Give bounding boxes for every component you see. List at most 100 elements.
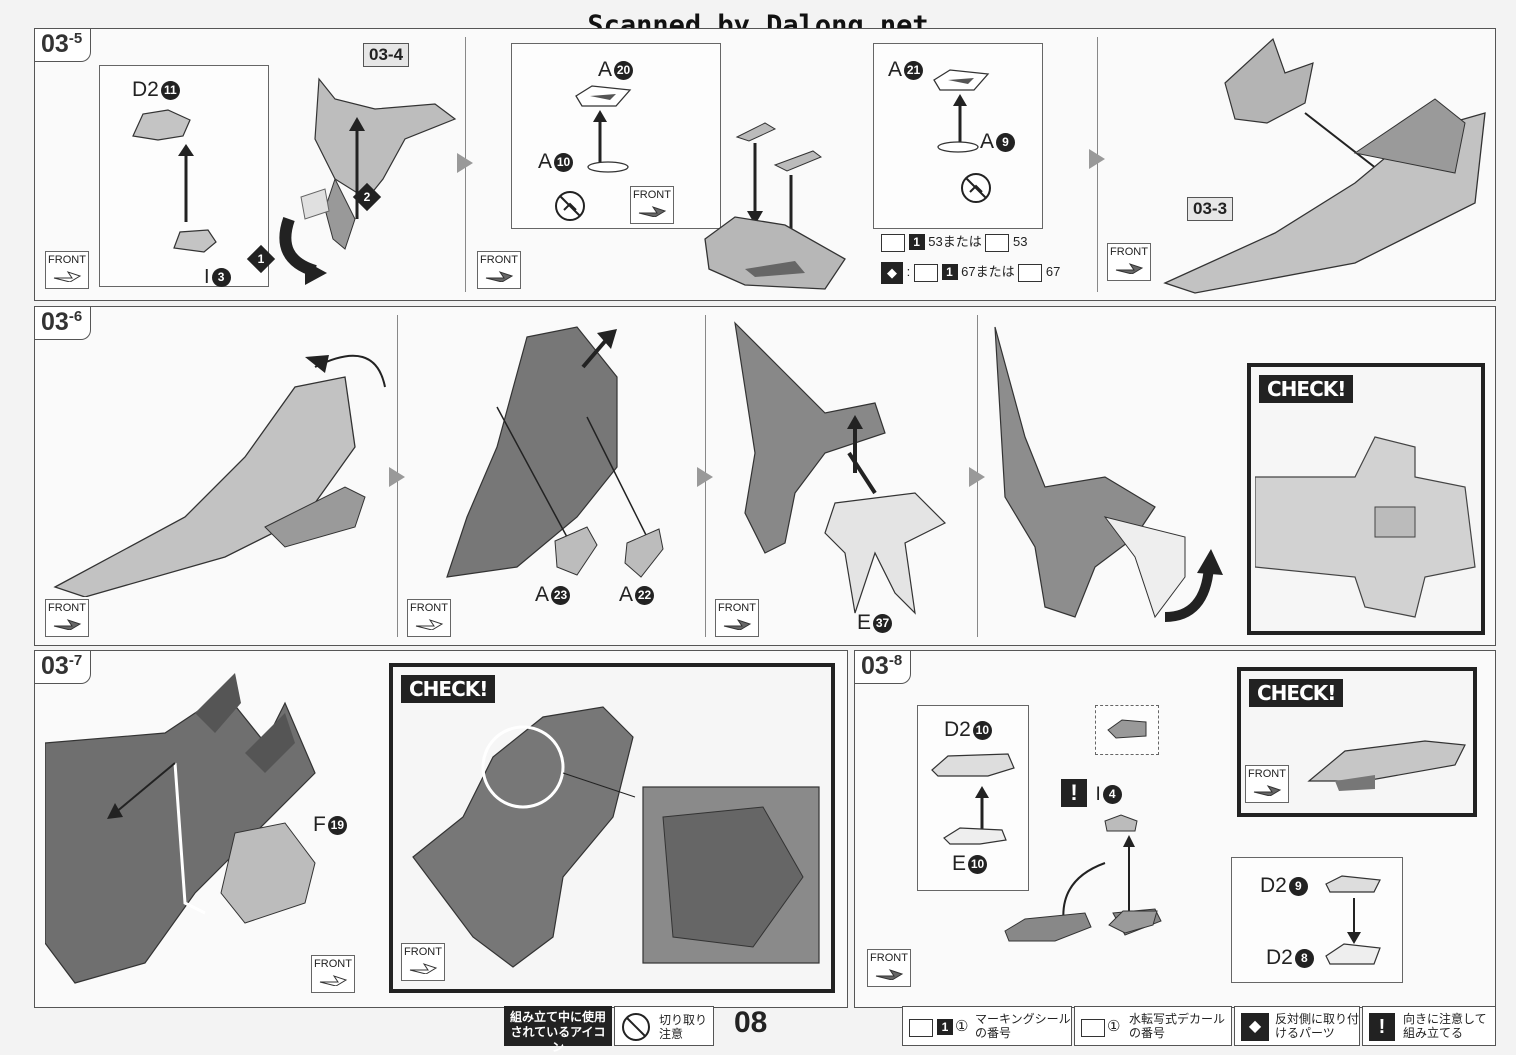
decal-icon: [1018, 263, 1043, 282]
warning-icon: !: [1369, 1013, 1395, 1041]
underside-view-illustration: [1255, 436, 1476, 618]
step-03-5-label: 03-5: [35, 29, 92, 62]
part-a10-shape: [587, 161, 629, 173]
part-d2-8-shape: [1325, 943, 1381, 965]
assembled-wing-illustration: [412, 706, 820, 968]
sticker-icon: [881, 233, 905, 252]
ref-03-4: 03-4: [363, 43, 410, 67]
assembly-arrow-up: [953, 94, 967, 142]
tail-fin-illustration: [1108, 910, 1158, 934]
check-label: CHECK!: [1249, 679, 1344, 707]
footer-icons-title: 組み立て中に使用されているアイコン: [504, 1006, 612, 1054]
cut-caution-icon: [555, 191, 585, 221]
part-a9-shape: [937, 141, 979, 153]
check-box-03-6: CHECK!: [1247, 363, 1485, 635]
nose-parts-illustration: [446, 326, 664, 578]
footer-legend-sticker: 1 ① マーキングシールの番号: [902, 1006, 1072, 1046]
opposite-side-icon: ◆: [881, 261, 903, 284]
sticker-icon: [913, 263, 938, 282]
page-number: 08: [734, 1006, 768, 1039]
gear-fold-illustration: [994, 326, 1223, 622]
front-indicator: FRONT: [715, 599, 759, 637]
front-indicator: FRONT: [477, 251, 521, 289]
front-indicator: FRONT: [1245, 765, 1289, 803]
next-step-arrow: [969, 467, 985, 487]
part-d2-10-shape: [931, 753, 1015, 777]
front-indicator: FRONT: [630, 186, 674, 224]
check-label: CHECK!: [401, 675, 496, 703]
callout-detail-top: [1095, 705, 1159, 755]
decal-note-line-2: ◆ : 1 67または 67: [881, 261, 1060, 284]
assembly-arrow-up: [178, 144, 194, 222]
check-box-03-7: CHECK! FRONT: [389, 663, 835, 993]
front-indicator: FRONT: [401, 943, 445, 981]
next-step-arrow: [457, 153, 473, 173]
part-d2-9-shape: [1325, 875, 1381, 893]
part-a20-shape: [575, 85, 632, 107]
step-03-7-label: 03-7: [35, 651, 92, 684]
front-indicator: FRONT: [311, 955, 355, 993]
footer-legend-opposite: ◆ 反対側に取り付けるパーツ: [1234, 1006, 1360, 1046]
head-assembly-illustration: [279, 77, 457, 285]
fuselage-rotate-illustration: [53, 354, 386, 597]
footer-legend-direction: ! 向きに注意して組み立てる: [1362, 1006, 1496, 1046]
step-03-6-label: 03-6: [35, 307, 92, 340]
fin-assembly-illustration: [704, 122, 846, 290]
part-a21-shape: [933, 69, 990, 91]
assembly-arrow-down: [1347, 898, 1361, 944]
opposite-side-icon: ◆: [1241, 1013, 1269, 1041]
tail-check-illustration: [1307, 740, 1466, 791]
check-box-03-8: CHECK! FRONT: [1237, 667, 1477, 817]
cut-caution-icon: [622, 1013, 650, 1041]
part-i-shape: [173, 229, 217, 253]
front-indicator: FRONT: [45, 251, 89, 289]
wing-mount-illustration: [45, 673, 316, 984]
order-1-marker: 1: [246, 244, 276, 274]
decal-icon: [1081, 1019, 1105, 1037]
warning-icon: !: [1061, 779, 1087, 807]
cut-caution-icon: [961, 173, 991, 203]
next-step-arrow: [389, 467, 405, 487]
check-label: CHECK!: [1259, 375, 1354, 403]
order-2-marker: 2: [352, 182, 382, 212]
part-d2-shape: [132, 109, 191, 141]
footer-legend: 組み立て中に使用されているアイコン 切り取り注意 08 1 ① マーキングシール…: [0, 1004, 1516, 1054]
landing-frame-illustration: [734, 321, 947, 615]
decal-icon: [985, 233, 1010, 252]
front-indicator: FRONT: [45, 599, 89, 637]
assembly-arrow-up: [593, 110, 607, 162]
assembly-arrow-up: [975, 786, 989, 830]
front-indicator: FRONT: [1107, 243, 1151, 281]
sticker-icon: [909, 1019, 933, 1037]
step-03-8-label: 03-8: [855, 651, 912, 684]
next-step-arrow: [1089, 149, 1105, 169]
footer-legend-decal: ① 水転写式デカールの番号: [1074, 1006, 1232, 1046]
front-indicator: FRONT: [407, 599, 451, 637]
fuselage-assembly-illustration: [1163, 37, 1486, 294]
decal-note-line-1: 1 53または 53: [881, 231, 1027, 252]
front-indicator: FRONT: [867, 949, 911, 987]
